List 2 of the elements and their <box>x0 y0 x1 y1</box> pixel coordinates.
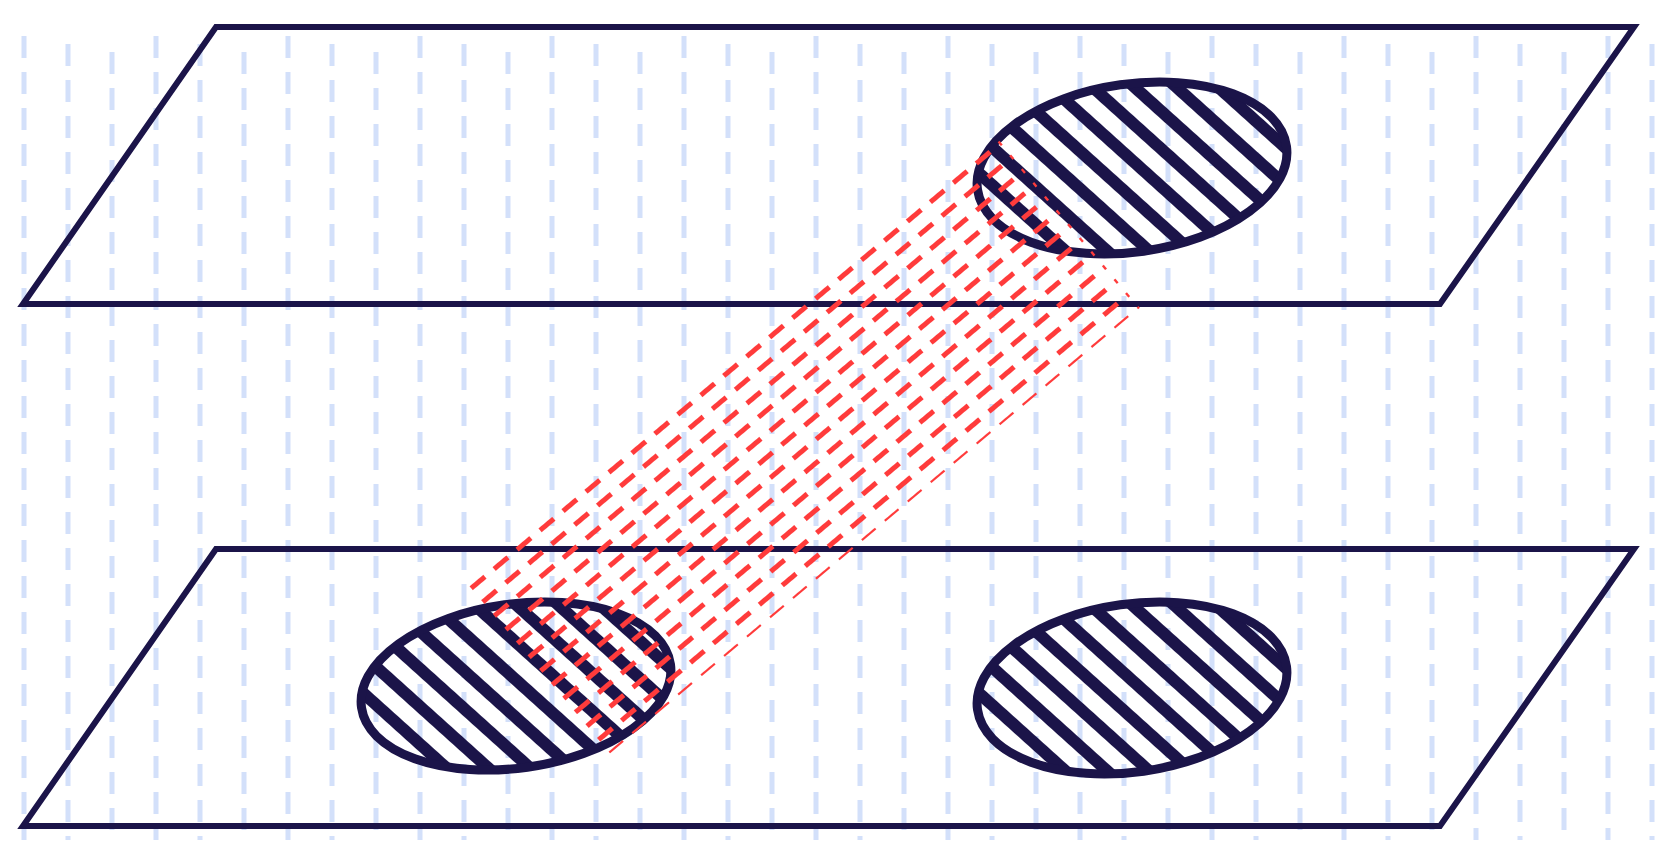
plane <box>20 24 1640 308</box>
plane <box>20 546 1640 830</box>
